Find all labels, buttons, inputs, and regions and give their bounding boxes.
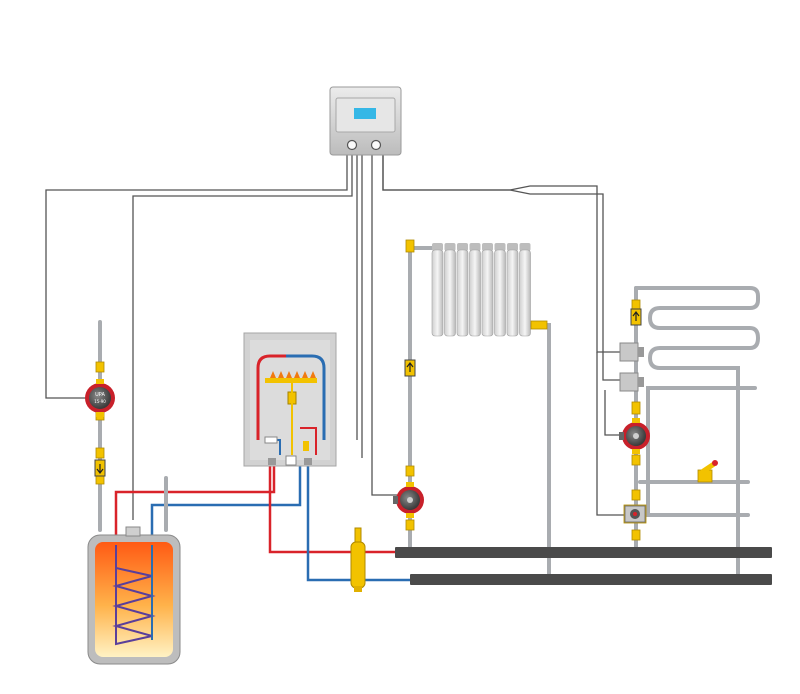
- radiator-fin: [506, 249, 519, 337]
- controller-knob-left: [346, 139, 358, 151]
- supply-return-manifold: [395, 547, 772, 585]
- water-pipes: [98, 243, 761, 577]
- radiator-fin-cap: [507, 243, 518, 251]
- radiator-fin-cap: [432, 243, 443, 251]
- hot-water-tank: [87, 526, 181, 665]
- thermostat-lower: [619, 372, 644, 392]
- return-manifold-bar: [410, 574, 772, 585]
- supply-manifold-bar: [395, 547, 772, 558]
- arrow-up-icon: [406, 362, 414, 372]
- controller-screen: [354, 108, 376, 119]
- pump-left: UPA 15-90: [85, 379, 115, 417]
- pump-label-line1: UPA: [95, 392, 105, 398]
- radiator-fin: [456, 249, 469, 337]
- radiator-fin-cap: [444, 243, 456, 251]
- flow-arrows: [94, 308, 642, 477]
- controller-knob-right: [370, 139, 382, 151]
- radiator-fin-cap: [457, 243, 468, 251]
- radiator-fin: [481, 249, 494, 337]
- mixing-valve: [624, 505, 646, 523]
- radiator-fin-cap: [482, 243, 493, 251]
- radiator-fin: [469, 249, 481, 337]
- control-wires: [45, 152, 625, 520]
- radiator-fin: [519, 249, 531, 337]
- hydraulic-separator: [350, 527, 366, 592]
- radiator-fin-cap: [494, 243, 506, 251]
- controller-unit: [329, 86, 402, 156]
- radiator: [431, 243, 531, 337]
- strainer: [700, 460, 718, 475]
- pump-label-line2: 15-90: [94, 399, 106, 404]
- thermostat-upper: [619, 342, 644, 362]
- radiator-fin: [494, 249, 506, 337]
- radiator-fin: [444, 249, 456, 337]
- gas-boiler: [243, 332, 337, 467]
- burner-flames: [270, 371, 316, 378]
- radiator-fin-cap: [519, 243, 531, 251]
- radiator-fin-cap: [469, 243, 481, 251]
- arrow-down-icon: [96, 464, 104, 474]
- pump-radiator: [393, 482, 424, 518]
- pump-floor: [619, 418, 650, 454]
- radiator-fin: [431, 249, 444, 337]
- arrow-up-icon: [632, 311, 640, 321]
